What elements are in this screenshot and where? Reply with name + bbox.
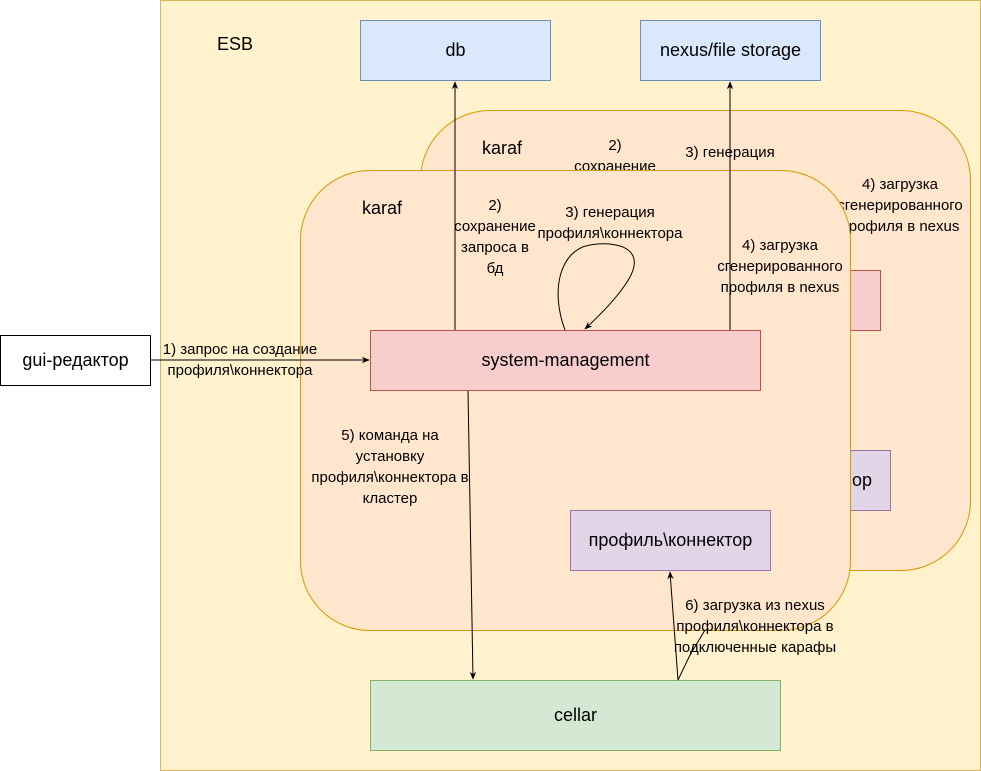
system-management-node: system-management bbox=[370, 330, 761, 391]
nexus-node: nexus/file storage bbox=[640, 20, 821, 81]
edge-install-cellar bbox=[467, 390, 477, 680]
edge-download-connector bbox=[667, 571, 679, 681]
edge-download-branch bbox=[677, 629, 706, 681]
karaf-back-label: karaf bbox=[481, 138, 523, 158]
cellar-node: cellar bbox=[370, 680, 781, 751]
gui-editor-node: gui-редактор bbox=[0, 335, 151, 386]
karaf-front-label: karaf bbox=[361, 198, 403, 218]
karaf-back-connector-fragment: ор bbox=[851, 470, 872, 490]
connector-node: профиль\коннектор bbox=[570, 510, 771, 571]
esb-label: ESB bbox=[216, 34, 254, 54]
edge-generate-loop bbox=[557, 243, 635, 331]
db-node: db bbox=[360, 20, 551, 81]
